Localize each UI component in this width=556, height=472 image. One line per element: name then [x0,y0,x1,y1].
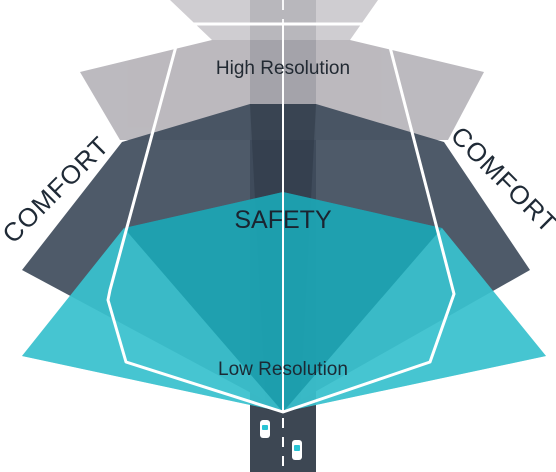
high-res-top-band [170,0,378,40]
car-window-right [294,445,300,451]
high-resolution-label: High Resolution [216,58,350,79]
car-left-lane [260,420,270,438]
car-window-left [262,425,268,430]
safety-zone-left-fan [22,228,283,412]
safety-zone-right-fan [283,228,546,412]
low-resolution-safety-zone [22,192,546,412]
car-right-lane [292,440,302,460]
low-resolution-label: Low Resolution [218,359,348,380]
safety-label: SAFETY [234,206,332,234]
